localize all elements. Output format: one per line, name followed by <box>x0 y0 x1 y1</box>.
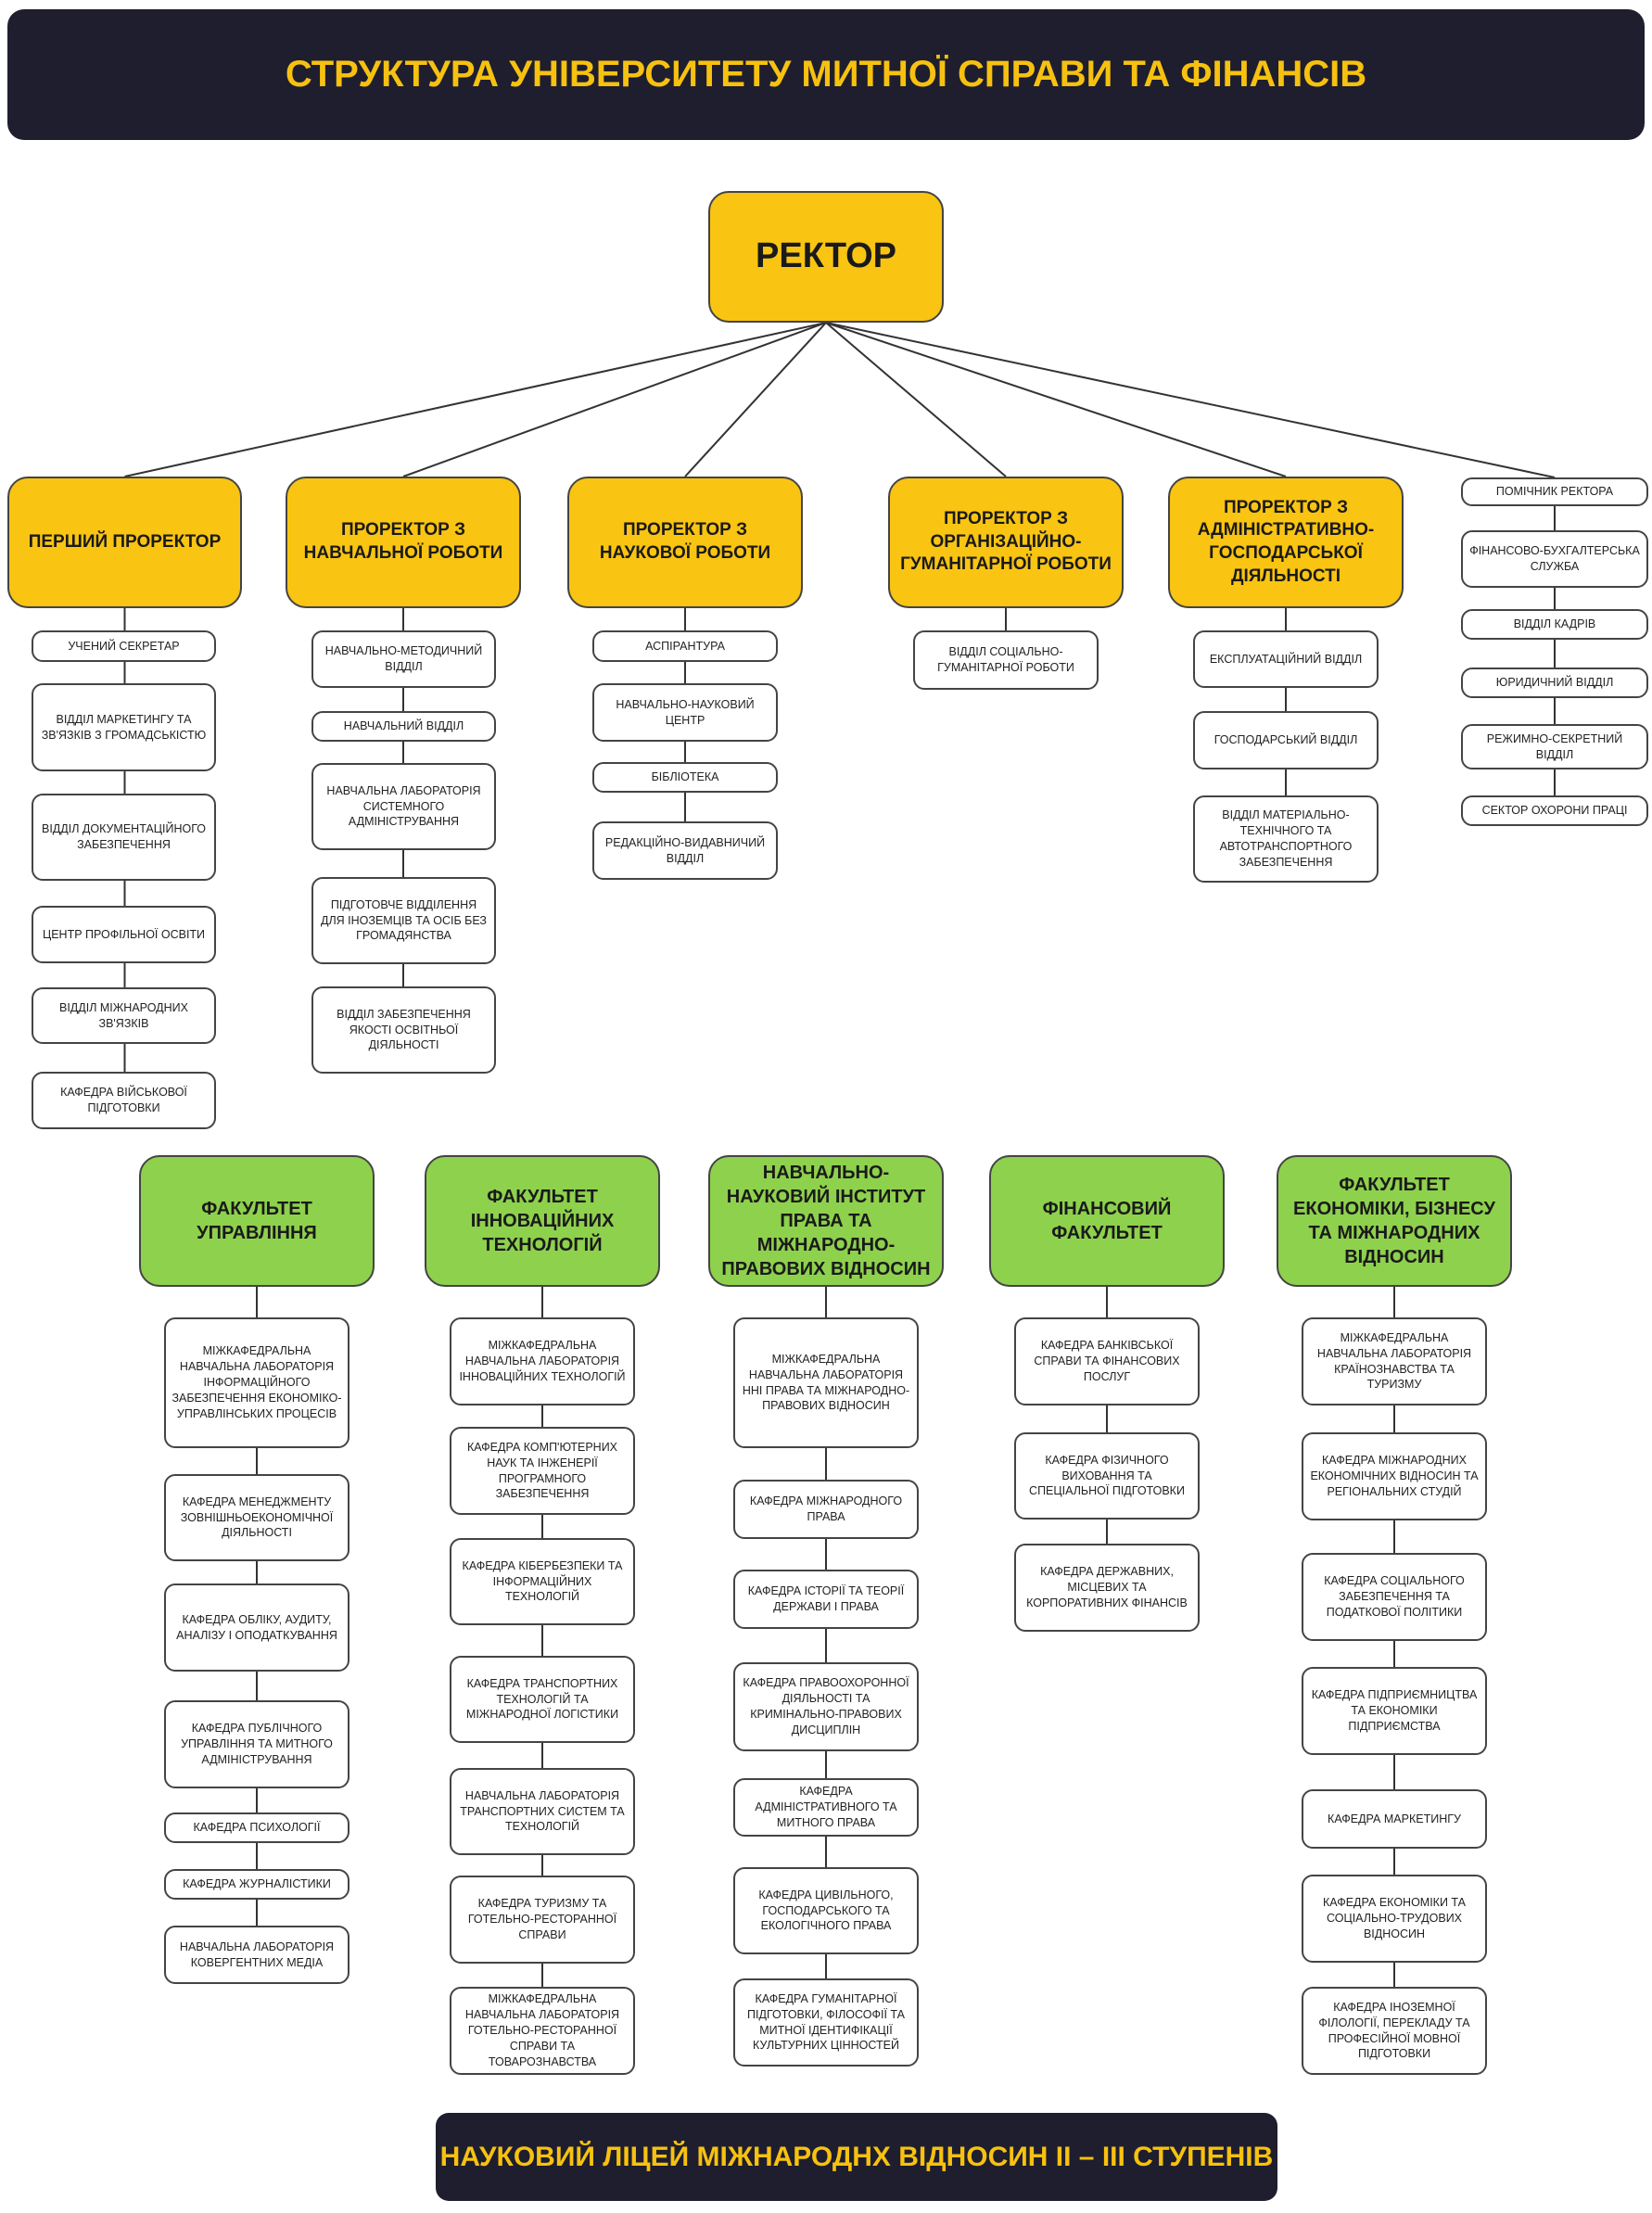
vice-rector-box: ПОМІЧНИК РЕКТОРА <box>1461 477 1648 506</box>
unit-box: ВІДДІЛ МІЖНАРОДНИХ ЗВ'ЯЗКІВ <box>32 987 216 1044</box>
department-box: КАФЕДРА КІБЕРБЕЗПЕКИ ТА ІНФОРМАЦІЙНИХ ТЕ… <box>450 1538 635 1625</box>
unit-box: ПІДГОТОВЧЕ ВІДДІЛЕННЯ ДЛЯ ІНОЗЕМЦІВ ТА О… <box>311 877 496 964</box>
department-box: КАФЕДРА МІЖНАРОДНИХ ЕКОНОМІЧНИХ ВІДНОСИН… <box>1302 1432 1487 1520</box>
unit-box: КАФЕДРА ВІЙСЬКОВОЇ ПІДГОТОВКИ <box>32 1072 216 1129</box>
vice-rector-box: ПРОРЕКТОР З НАУКОВОЇ РОБОТИ <box>567 477 803 608</box>
department-box: КАФЕДРА ТУРИЗМУ ТА ГОТЕЛЬНО-РЕСТОРАННОЇ … <box>450 1876 635 1964</box>
page-title: СТРУКТУРА УНІВЕРСИТЕТУ МИТНОЇ СПРАВИ ТА … <box>7 9 1645 140</box>
department-box: КАФЕДРА ІНОЗЕМНОЇ ФІЛОЛОГІЇ, ПЕРЕКЛАДУ Т… <box>1302 1987 1487 2075</box>
rector-connector-line <box>684 322 827 477</box>
department-box: КАФЕДРА ЖУРНАЛІСТИКИ <box>164 1869 349 1900</box>
department-box: КАФЕДРА МЕНЕДЖМЕНТУ ЗОВНІШНЬОЕКОНОМІЧНОЇ… <box>164 1474 349 1561</box>
unit-box: АСПІРАНТУРА <box>592 630 778 662</box>
unit-box: ГОСПОДАРСЬКИЙ ВІДДІЛ <box>1193 711 1379 769</box>
unit-box: ЦЕНТР ПРОФІЛЬНОЇ ОСВІТИ <box>32 906 216 963</box>
department-box: КАФЕДРА БАНКІВСЬКОЇ СПРАВИ ТА ФІНАНСОВИХ… <box>1014 1317 1200 1405</box>
department-box: НАВЧАЛЬНА ЛАБОРАТОРІЯ КОВЕРГЕНТНИХ МЕДІА <box>164 1926 349 1984</box>
department-box: КАФЕДРА ПІДПРИЄМНИЦТВА ТА ЕКОНОМІКИ ПІДП… <box>1302 1667 1487 1755</box>
department-box: КАФЕДРА ЦИВІЛЬНОГО, ГОСПОДАРСЬКОГО ТА ЕК… <box>733 1867 919 1954</box>
unit-box: ВІДДІЛ ДОКУМЕНТАЦІЙНОГО ЗАБЕЗПЕЧЕННЯ <box>32 794 216 881</box>
department-box: НАВЧАЛЬНА ЛАБОРАТОРІЯ ТРАНСПОРТНИХ СИСТЕ… <box>450 1768 635 1855</box>
department-box: МІЖКАФЕДРАЛЬНА НАВЧАЛЬНА ЛАБОРАТОРІЯ КРА… <box>1302 1317 1487 1405</box>
unit-box: ВІДДІЛ МАТЕРІАЛЬНО-ТЕХНІЧНОГО ТА АВТОТРА… <box>1193 795 1379 883</box>
footer-banner: НАУКОВИЙ ЛІЦЕЙ МІЖНАРОДНХ ВІДНОСИН ІІ – … <box>436 2113 1277 2201</box>
unit-box: ЕКСПЛУАТАЦІЙНИЙ ВІДДІЛ <box>1193 630 1379 688</box>
department-box: КАФЕДРА СОЦІАЛЬНОГО ЗАБЕЗПЕЧЕННЯ ТА ПОДА… <box>1302 1553 1487 1641</box>
faculty-box: ФІНАНСОВИЙ ФАКУЛЬТЕТ <box>989 1155 1225 1287</box>
unit-box: РЕЖИМНО-СЕКРЕТНИЙ ВІДДІЛ <box>1461 724 1648 769</box>
unit-box: УЧЕНИЙ СЕКРЕТАР <box>32 630 216 662</box>
department-box: КАФЕДРА ДЕРЖАВНИХ, МІСЦЕВИХ ТА КОРПОРАТИ… <box>1014 1544 1200 1632</box>
department-box: МІЖКАФЕДРАЛЬНА НАВЧАЛЬНА ЛАБОРАТОРІЯ ІНН… <box>450 1317 635 1405</box>
vice-rector-box: ПРОРЕКТОР З НАВЧАЛЬНОЇ РОБОТИ <box>286 477 521 608</box>
vice-rector-box: ПЕРШИЙ ПРОРЕКТОР <box>7 477 242 608</box>
unit-box: СЕКТОР ОХОРОНИ ПРАЦІ <box>1461 795 1648 826</box>
faculty-box: ФАКУЛЬТЕТ ІННОВАЦІЙНИХ ТЕХНОЛОГІЙ <box>425 1155 660 1287</box>
department-box: КАФЕДРА ІСТОРІЇ ТА ТЕОРІЇ ДЕРЖАВИ І ПРАВ… <box>733 1570 919 1629</box>
rector-connector-line <box>402 322 827 477</box>
rector-connector-line <box>825 322 1287 477</box>
department-box: МІЖКАФЕДРАЛЬНА НАВЧАЛЬНА ЛАБОРАТОРІЯ ІНФ… <box>164 1317 349 1448</box>
department-box: КАФЕДРА МАРКЕТИНГУ <box>1302 1789 1487 1849</box>
vice-rector-box: ПРОРЕКТОР З АДМІНІСТРАТИВНО-ГОСПОДАРСЬКО… <box>1168 477 1404 608</box>
department-box: МІЖКАФЕДРАЛЬНА НАВЧАЛЬНА ЛАБОРАТОРІЯ ГОТ… <box>450 1987 635 2075</box>
unit-box: РЕДАКЦІЙНО-ВИДАВНИЧИЙ ВІДДІЛ <box>592 821 778 880</box>
rector-box: РЕКТОР <box>708 191 944 323</box>
unit-box: НАВЧАЛЬНА ЛАБОРАТОРІЯ СИСТЕМНОГО АДМІНІС… <box>311 763 496 850</box>
unit-box: ЮРИДИЧНИЙ ВІДДІЛ <box>1461 668 1648 698</box>
unit-box: ВІДДІЛ МАРКЕТИНГУ ТА ЗВ'ЯЗКІВ З ГРОМАДСЬ… <box>32 683 216 771</box>
rector-connector-line <box>825 322 1556 478</box>
department-box: КАФЕДРА МІЖНАРОДНОГО ПРАВА <box>733 1480 919 1539</box>
department-box: КАФЕДРА ТРАНСПОРТНИХ ТЕХНОЛОГІЙ ТА МІЖНА… <box>450 1656 635 1743</box>
department-box: КАФЕДРА КОМП'ЮТЕРНИХ НАУК ТА ІНЖЕНЕРІЇ П… <box>450 1427 635 1515</box>
unit-box: НАВЧАЛЬНО-НАУКОВИЙ ЦЕНТР <box>592 683 778 742</box>
faculty-box: НАВЧАЛЬНО-НАУКОВИЙ ІНСТИТУТ ПРАВА ТА МІЖ… <box>708 1155 944 1287</box>
unit-box: ФІНАНСОВО-БУХГАЛТЕРСЬКА СЛУЖБА <box>1461 530 1648 588</box>
unit-box: ВІДДІЛ ЗАБЕЗПЕЧЕННЯ ЯКОСТІ ОСВІТНЬОЇ ДІЯ… <box>311 986 496 1074</box>
unit-box: ВІДДІЛ КАДРІВ <box>1461 609 1648 640</box>
faculty-box: ФАКУЛЬТЕТ УПРАВЛІННЯ <box>139 1155 375 1287</box>
department-box: КАФЕДРА ПРАВООХОРОННОЇ ДІЯЛЬНОСТІ ТА КРИ… <box>733 1662 919 1751</box>
rector-connector-line <box>124 322 827 477</box>
unit-box: БІБЛІОТЕКА <box>592 762 778 793</box>
department-box: КАФЕДРА ОБЛІКУ, АУДИТУ, АНАЛІЗУ І ОПОДАТ… <box>164 1583 349 1672</box>
unit-box: НАВЧАЛЬНИЙ ВІДДІЛ <box>311 711 496 742</box>
vice-rector-box: ПРОРЕКТОР З ОРГАНІЗАЦІЙНО-ГУМАНІТАРНОЇ Р… <box>888 477 1124 608</box>
department-box: КАФЕДРА ЕКОНОМІКИ ТА СОЦІАЛЬНО-ТРУДОВИХ … <box>1302 1875 1487 1963</box>
department-box: КАФЕДРА АДМІНІСТРАТИВНОГО ТА МИТНОГО ПРА… <box>733 1778 919 1837</box>
department-box: КАФЕДРА ФІЗИЧНОГО ВИХОВАННЯ ТА СПЕЦІАЛЬН… <box>1014 1432 1200 1520</box>
unit-box: НАВЧАЛЬНО-МЕТОДИЧНИЙ ВІДДІЛ <box>311 630 496 688</box>
department-box: КАФЕДРА ГУМАНІТАРНОЇ ПІДГОТОВКИ, ФІЛОСОФ… <box>733 1978 919 2067</box>
department-box: КАФЕДРА ПУБЛІЧНОГО УПРАВЛІННЯ ТА МИТНОГО… <box>164 1700 349 1788</box>
unit-box: ВІДДІЛ СОЦІАЛЬНО-ГУМАНІТАРНОЇ РОБОТИ <box>913 630 1099 690</box>
department-box: МІЖКАФЕДРАЛЬНА НАВЧАЛЬНА ЛАБОРАТОРІЯ ННІ… <box>733 1317 919 1448</box>
department-box: КАФЕДРА ПСИХОЛОГІЇ <box>164 1812 349 1843</box>
rector-connector-line <box>825 322 1007 477</box>
faculty-box: ФАКУЛЬТЕТ ЕКОНОМІКИ, БІЗНЕСУ ТА МІЖНАРОД… <box>1277 1155 1512 1287</box>
